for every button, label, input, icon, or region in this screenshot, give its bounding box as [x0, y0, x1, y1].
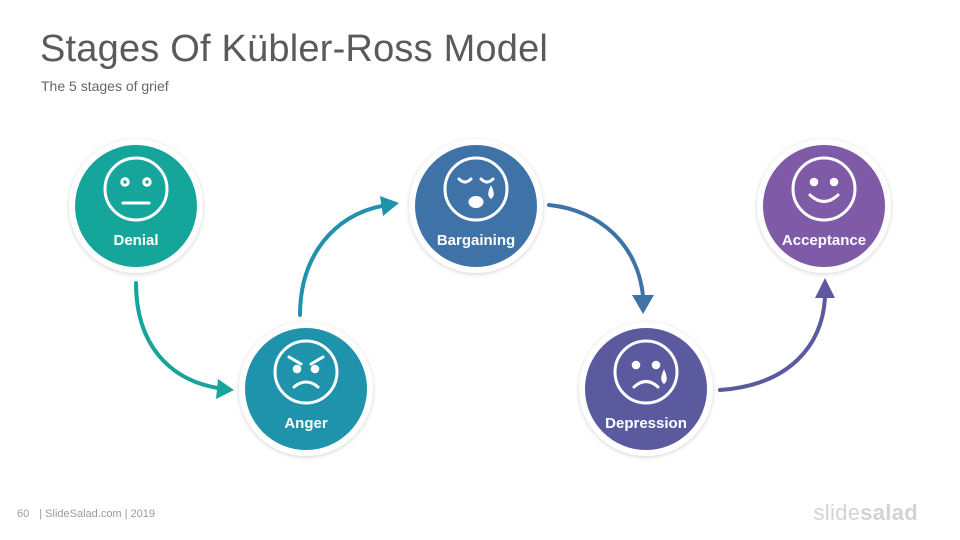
arrow-line: [718, 296, 827, 392]
arrow-anger-to-bargaining: [298, 196, 399, 317]
arrow-line: [547, 203, 645, 298]
stage-denial: Denial: [69, 139, 203, 273]
neutral-face-icon: [103, 156, 169, 222]
arrow-head: [380, 196, 399, 216]
stage-label: Bargaining: [437, 232, 515, 249]
footer-text: | SlideSalad.com | 2019: [39, 508, 156, 520]
sad-tear-face-icon: [613, 339, 679, 405]
stage-anger: Anger: [239, 322, 373, 456]
arrow-denial-to-anger: [134, 281, 234, 399]
brand-logo: slidesalad: [813, 500, 918, 525]
arrow-bargaining-to-depression: [547, 203, 654, 314]
stage-label: Depression: [605, 415, 687, 432]
stage-label: Acceptance: [782, 232, 866, 249]
smiling-face-icon: [791, 156, 857, 222]
stage-bargaining: Bargaining: [409, 139, 543, 273]
stage-label: Anger: [284, 415, 328, 432]
arrow-line: [298, 204, 384, 317]
stage-depression: Depression: [579, 322, 713, 456]
slide-title: Stages Of Kübler-Ross Model: [40, 28, 549, 70]
arrow-head: [632, 295, 654, 314]
stage-acceptance: Acceptance: [757, 139, 891, 273]
page-number: 60: [17, 508, 30, 520]
angry-face-icon: [273, 339, 339, 405]
footer: 60 | SlideSalad.com | 2019: [17, 508, 155, 520]
arrow-head: [815, 278, 835, 298]
stage-label: Denial: [113, 232, 158, 249]
slide-subtitle: The 5 stages of grief: [41, 78, 169, 94]
arrow-depression-to-acceptance: [718, 278, 835, 392]
arrow-head: [216, 379, 234, 399]
arrow-line: [134, 281, 220, 390]
crying-face-icon: [443, 156, 509, 222]
